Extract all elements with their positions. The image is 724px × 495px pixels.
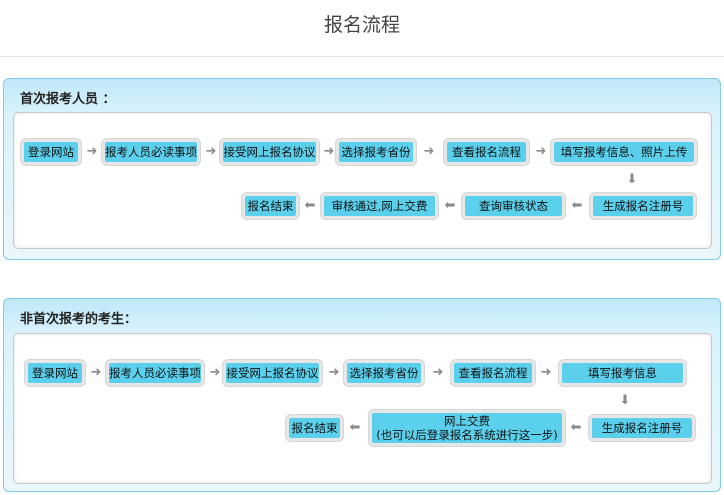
arrow-right-icon: ➜ [423, 144, 435, 159]
step-read-notice[interactable]: 报考人员必读事项 [106, 360, 204, 386]
step-registration-end[interactable]: 报名结束 [242, 193, 299, 219]
step-registration-end[interactable]: 报名结束 [286, 415, 343, 441]
arrow-right-icon: ➜ [432, 365, 444, 380]
step-select-province[interactable]: 选择报考省份 [344, 360, 424, 386]
step-read-notice[interactable]: 报考人员必读事项 [102, 139, 200, 165]
arrow-left-icon: ⬅ [570, 420, 582, 435]
page-title: 报名流程 [0, 0, 724, 57]
step-fill-info-upload-photo[interactable]: 填写报考信息、照片上传 [551, 139, 697, 165]
arrow-right-icon: ➜ [86, 144, 98, 159]
arrow-right-icon: ➜ [205, 144, 217, 159]
arrow-right-icon: ➜ [540, 365, 552, 380]
first-time-flow: 登录网站 ➜ 报考人员必读事项 ➜ 接受网上报名协议 ➜ 选择报考省份 ➜ 查看… [13, 112, 712, 249]
arrow-right-icon: ➜ [209, 365, 221, 380]
step-accept-agreement[interactable]: 接受网上报名协议 [220, 139, 319, 165]
arrow-right-icon: ➜ [90, 365, 102, 380]
returning-flow: 登录网站 ➜ 报考人员必读事项 ➜ 接受网上报名协议 ➜ 选择报考省份 ➜ 查看… [13, 333, 712, 484]
returning-panel: 非首次报考的考生： 登录网站 ➜ 报考人员必读事项 ➜ 接受网上报名协议 ➜ 选… [3, 298, 721, 492]
arrow-left-icon: ⬅ [349, 420, 361, 435]
returning-title: 非首次报考的考生： [20, 312, 138, 327]
pay-online-note: (也可以后登录报名系统进行这一步) [376, 428, 558, 442]
first-time-panel: 首次报考人员 ： 登录网站 ➜ 报考人员必读事项 ➜ 接受网上报名协议 ➜ 选择… [3, 78, 721, 260]
step-generate-register-no[interactable]: 生成报名注册号 [589, 415, 695, 441]
step-view-process[interactable]: 查看报名流程 [444, 139, 529, 165]
step-generate-register-no[interactable]: 生成报名注册号 [590, 193, 696, 219]
arrow-down-icon: ⬇ [626, 172, 638, 187]
step-view-process[interactable]: 查看报名流程 [451, 360, 535, 386]
step-accept-agreement[interactable]: 接受网上报名协议 [223, 360, 322, 386]
arrow-down-icon: ⬇ [619, 393, 631, 408]
arrow-right-icon: ➜ [535, 144, 547, 159]
arrow-right-icon: ➜ [323, 144, 335, 159]
arrow-right-icon: ➜ [328, 365, 340, 380]
step-approved-pay-online[interactable]: 审核通过,网上交费 [321, 193, 438, 219]
step-fill-info[interactable]: 填写报考信息 [559, 360, 686, 386]
step-login-website[interactable]: 登录网站 [25, 360, 85, 386]
first-time-title: 首次报考人员 ： [20, 92, 116, 107]
arrow-left-icon: ⬅ [571, 198, 583, 213]
pay-online-label: 网上交费 [444, 414, 490, 428]
arrow-left-icon: ⬅ [304, 198, 316, 213]
arrow-left-icon: ⬅ [444, 198, 456, 213]
step-pay-online[interactable]: 网上交费 (也可以后登录报名系统进行这一步) [369, 410, 565, 446]
step-login-website[interactable]: 登录网站 [21, 139, 81, 165]
step-check-status[interactable]: 查询审核状态 [462, 193, 565, 219]
step-select-province[interactable]: 选择报考省份 [336, 139, 416, 165]
